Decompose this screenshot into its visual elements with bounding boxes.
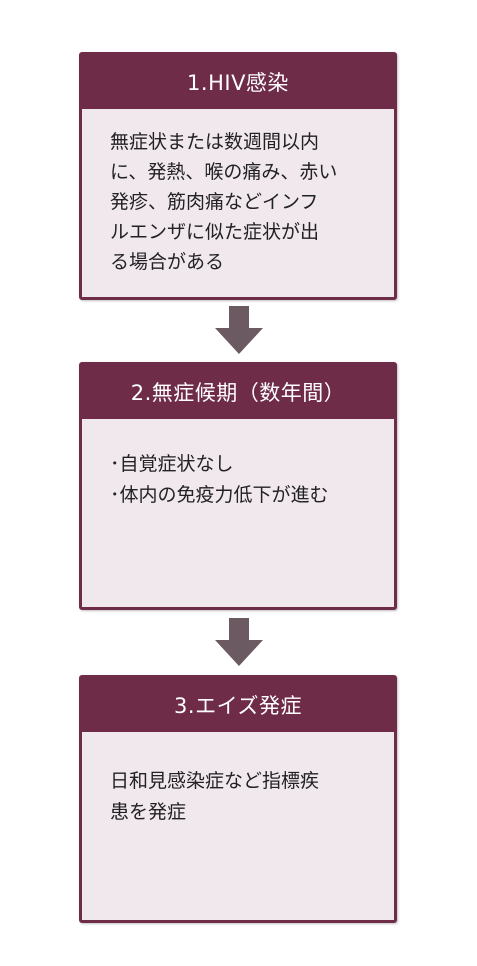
- step-3-card: 3.エイズ発症 日和見感染症など指標疾 患を発症: [79, 675, 397, 923]
- step-2-description: ･自覚症状なし ･体内の免疫力低下が進む: [110, 453, 329, 506]
- down-arrow-icon: [215, 618, 263, 666]
- step-3-title: 3.エイズ発症: [82, 678, 394, 732]
- step-2-card: 2.無症候期（数年間） ･自覚症状なし ･体内の免疫力低下が進む: [79, 362, 397, 610]
- down-arrow-icon: [215, 306, 263, 354]
- step-1-title: 1.HIV感染: [82, 55, 394, 109]
- step-3-description: 日和見感染症など指標疾 患を発症: [110, 770, 320, 823]
- step-1-description: 無症状または数週間以内 に、発熱、喉の痛み、赤い 発疹、筋肉痛などインフ ルエン…: [110, 131, 338, 273]
- step-1-card: 1.HIV感染 無症状または数週間以内 に、発熱、喉の痛み、赤い 発疹、筋肉痛な…: [79, 52, 397, 300]
- step-2-title: 2.無症候期（数年間）: [82, 365, 394, 419]
